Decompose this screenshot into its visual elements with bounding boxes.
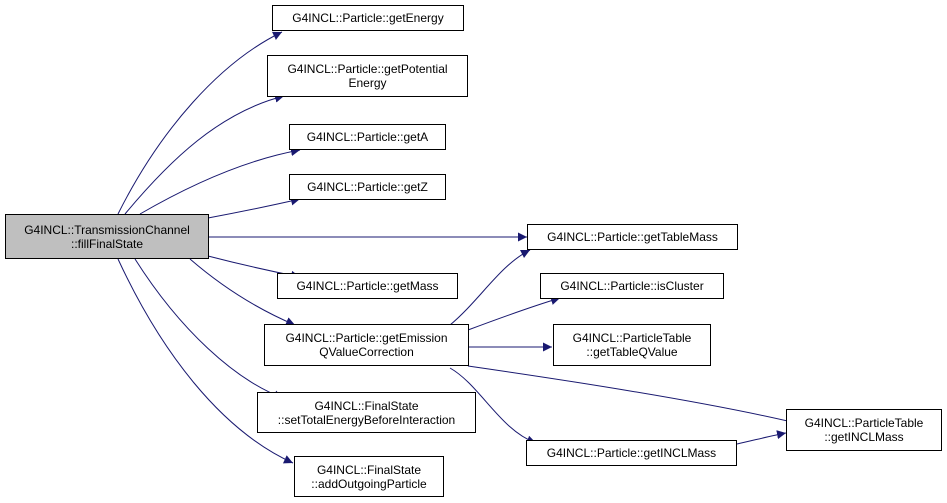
node-finalstate-set-total-energy[interactable]: G4INCL::FinalState ::setTotalEnergyBefor… — [257, 392, 476, 433]
node-label: G4INCL::Particle::isCluster — [560, 279, 704, 293]
node-label: G4INCL::Particle::getZ — [307, 180, 428, 194]
node-label-line2: ::getTableQValue — [586, 345, 678, 359]
node-finalstate-add-outgoing-particle[interactable]: G4INCL::FinalState ::addOutgoingParticle — [294, 456, 444, 497]
node-label: G4INCL::Particle::getMass — [296, 279, 439, 293]
node-particle-is-cluster[interactable]: G4INCL::Particle::isCluster — [540, 273, 724, 299]
node-particle-get-a[interactable]: G4INCL::Particle::getA — [289, 124, 446, 150]
node-particle-get-incl-mass[interactable]: G4INCL::Particle::getINCLMass — [526, 440, 737, 466]
node-label: G4INCL::Particle::getEnergy — [292, 11, 444, 25]
node-particle-get-energy[interactable]: G4INCL::Particle::getEnergy — [272, 5, 464, 31]
node-label-line1: G4INCL::Particle::getPotential — [287, 62, 448, 76]
node-particletable-get-table-qvalue[interactable]: G4INCL::ParticleTable ::getTableQValue — [553, 324, 711, 366]
node-label-line2: ::addOutgoingParticle — [311, 476, 427, 491]
edge-root-to-getA — [139, 147, 301, 215]
node-particletable-get-incl-mass[interactable]: G4INCL::ParticleTable ::getINCLMass — [786, 409, 942, 451]
node-particle-get-z[interactable]: G4INCL::Particle::getZ — [289, 174, 446, 200]
node-label-line2: QValueCorrection — [319, 345, 414, 359]
node-transmission-channel-fill-final-state: G4INCL::TransmissionChannel ::fillFinalS… — [5, 214, 209, 259]
edge-root-to-getPotentialEnergy — [124, 93, 285, 215]
node-label-line2: ::setTotalEnergyBeforeInteraction — [277, 412, 456, 427]
edge-root-to-setTotalEnergy — [134, 258, 284, 400]
edge-emission-to-getINCLMassParticle — [449, 367, 537, 445]
node-label-line2: ::fillFinalState — [70, 236, 144, 251]
node-particle-get-table-mass[interactable]: G4INCL::Particle::getTableMass — [527, 224, 738, 250]
node-label: G4INCL::Particle::getINCLMass — [546, 446, 717, 460]
node-particle-get-potential-energy[interactable]: G4INCL::Particle::getPotential Energy — [267, 55, 468, 97]
node-particle-get-emission-qvalue-correction[interactable]: G4INCL::Particle::getEmission QValueCorr… — [264, 324, 469, 366]
node-label-line1: G4INCL::TransmissionChannel — [24, 222, 190, 237]
node-label-line1: G4INCL::ParticleTable — [804, 416, 924, 430]
edge-root-to-getEmissionQValueCorrection — [189, 258, 296, 326]
node-label: G4INCL::Particle::getA — [306, 130, 429, 144]
node-label-line2: Energy — [348, 76, 387, 90]
node-label-line1: G4INCL::Particle::getEmission — [285, 331, 448, 345]
edge-root-to-getEnergy — [117, 31, 283, 215]
node-label-line1: G4INCL::ParticleTable — [572, 331, 692, 345]
edge-emission-to-getTableMass — [449, 249, 531, 326]
node-label-line1: G4INCL::FinalState — [316, 462, 422, 477]
edge-root-to-addOutgoingParticle — [117, 258, 294, 464]
edge-emission-to-getINCLMassTable — [467, 365, 797, 426]
edge-root-to-getZ — [207, 196, 301, 219]
edge-inclmass-to-table — [736, 430, 787, 445]
node-label-line2: ::getINCLMass — [824, 430, 904, 444]
node-particle-get-mass[interactable]: G4INCL::Particle::getMass — [277, 273, 458, 299]
edge-emission-to-isCluster — [467, 296, 561, 331]
node-label: G4INCL::Particle::getTableMass — [547, 230, 718, 244]
node-label-line1: G4INCL::FinalState — [314, 398, 419, 413]
